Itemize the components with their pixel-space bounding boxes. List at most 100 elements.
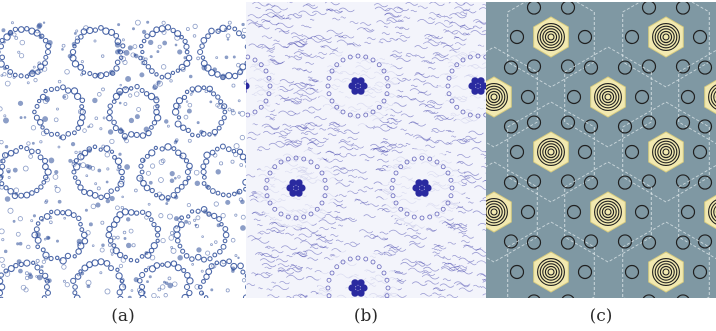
channel-ring-bead (376, 264, 382, 270)
pore-ring-bead (207, 256, 213, 262)
protein-strand (273, 39, 280, 42)
framework-atom (143, 126, 150, 133)
protein-strand (246, 137, 257, 140)
protein-strand (347, 174, 358, 178)
pore-ring-bead (72, 175, 78, 180)
protein-strand (280, 245, 298, 251)
protein-strand (287, 2, 293, 4)
framework-atom (191, 90, 194, 94)
satellite-ring (566, 204, 582, 220)
pore-ring-bead (70, 87, 79, 95)
framework-atom (0, 159, 3, 163)
core-spiral-ring (601, 205, 615, 219)
framework-atom (109, 195, 115, 202)
protein-strand (266, 3, 276, 7)
framework-atom (170, 231, 175, 236)
framework-atom (100, 54, 105, 58)
pore-ring-bead (179, 34, 184, 40)
protein-strand (356, 27, 375, 33)
framework-atom (199, 129, 204, 135)
protein-strand (326, 8, 343, 14)
channel-ring-bead (460, 109, 466, 115)
framework-atom (58, 135, 63, 140)
protein-strand (453, 281, 471, 287)
framework-atom (31, 141, 35, 145)
channel-ring-bead (267, 170, 273, 176)
core-spiral-ring (604, 208, 612, 216)
protein-strand (441, 221, 456, 226)
pore-ring-bead (35, 244, 41, 250)
framework-atom (241, 27, 246, 34)
pore-ring-bead (54, 209, 61, 216)
pore-ring-bead (43, 128, 50, 135)
satellite-ring (560, 174, 576, 189)
framework-atom (0, 174, 4, 179)
framework-atom (196, 247, 202, 253)
protein-strand (299, 94, 317, 100)
pore-ring-bead (112, 125, 119, 132)
protein-strand (385, 7, 404, 14)
channel-ring-bead (252, 57, 258, 63)
protein-strand (339, 146, 354, 151)
protein-strand (278, 135, 287, 139)
protein-strand (363, 186, 374, 190)
protein-strand (426, 139, 440, 144)
pore-ring-bead (81, 70, 87, 75)
pore-ring-bead (203, 158, 210, 165)
protein-strand (424, 104, 442, 110)
framework-atom (3, 66, 7, 71)
framework-atom (227, 20, 232, 25)
protein-strand (453, 266, 468, 271)
core-spiral-ring (657, 143, 675, 161)
pore-ring-bead (54, 131, 60, 137)
protein-strand (336, 39, 355, 45)
channel-ring-bead (347, 112, 353, 118)
framework-atom (174, 34, 181, 41)
framework-atom (148, 180, 153, 185)
framework-atom (170, 245, 174, 249)
framework-atom (223, 28, 228, 32)
pore-ring-bead (103, 192, 111, 200)
framework-atom (87, 148, 92, 154)
core-spiral-ring (654, 140, 678, 164)
protein-strand (319, 245, 325, 248)
core-spiral-ring (594, 83, 622, 111)
protein-strand (447, 262, 457, 266)
framework-atom (92, 97, 98, 104)
protein-strand (333, 169, 349, 174)
pore-ring-bead (118, 283, 127, 291)
pore-ring-bead (120, 175, 125, 181)
framework-atom (54, 186, 61, 193)
protein-strand (255, 7, 261, 9)
protein-strand (425, 144, 436, 148)
protein-strand (262, 20, 280, 26)
protein-strand (350, 144, 364, 149)
pore-ring-bead (115, 272, 123, 280)
framework-atom (231, 108, 235, 113)
protein-strand (328, 124, 341, 128)
pore-ring-bead (144, 153, 150, 159)
framework-atom (221, 259, 226, 265)
protein-strand (451, 30, 470, 36)
pore-ring-bead (244, 273, 246, 279)
channel-ring-bead (322, 193, 328, 199)
satellite-ring (617, 175, 633, 190)
protein-strand (465, 197, 471, 199)
pore-ring-bead (183, 283, 191, 291)
pore-ring-bead (182, 179, 189, 186)
pore-ring-bead (71, 169, 77, 175)
core-hexagon (533, 131, 569, 173)
core-hexagon (648, 16, 684, 58)
pore-ring-bead (185, 54, 193, 62)
framework-atom (226, 38, 230, 41)
framework-atom (12, 167, 18, 173)
framework-atom (6, 72, 13, 78)
protein-strand (325, 150, 342, 156)
pore-ring-bead (237, 262, 244, 270)
framework-atom (201, 292, 205, 296)
protein-strand (269, 221, 287, 227)
pore-ring-bead (34, 236, 42, 244)
pore-ring-bead (183, 158, 190, 164)
framework-atom (124, 164, 131, 170)
protein-strand (332, 158, 344, 162)
